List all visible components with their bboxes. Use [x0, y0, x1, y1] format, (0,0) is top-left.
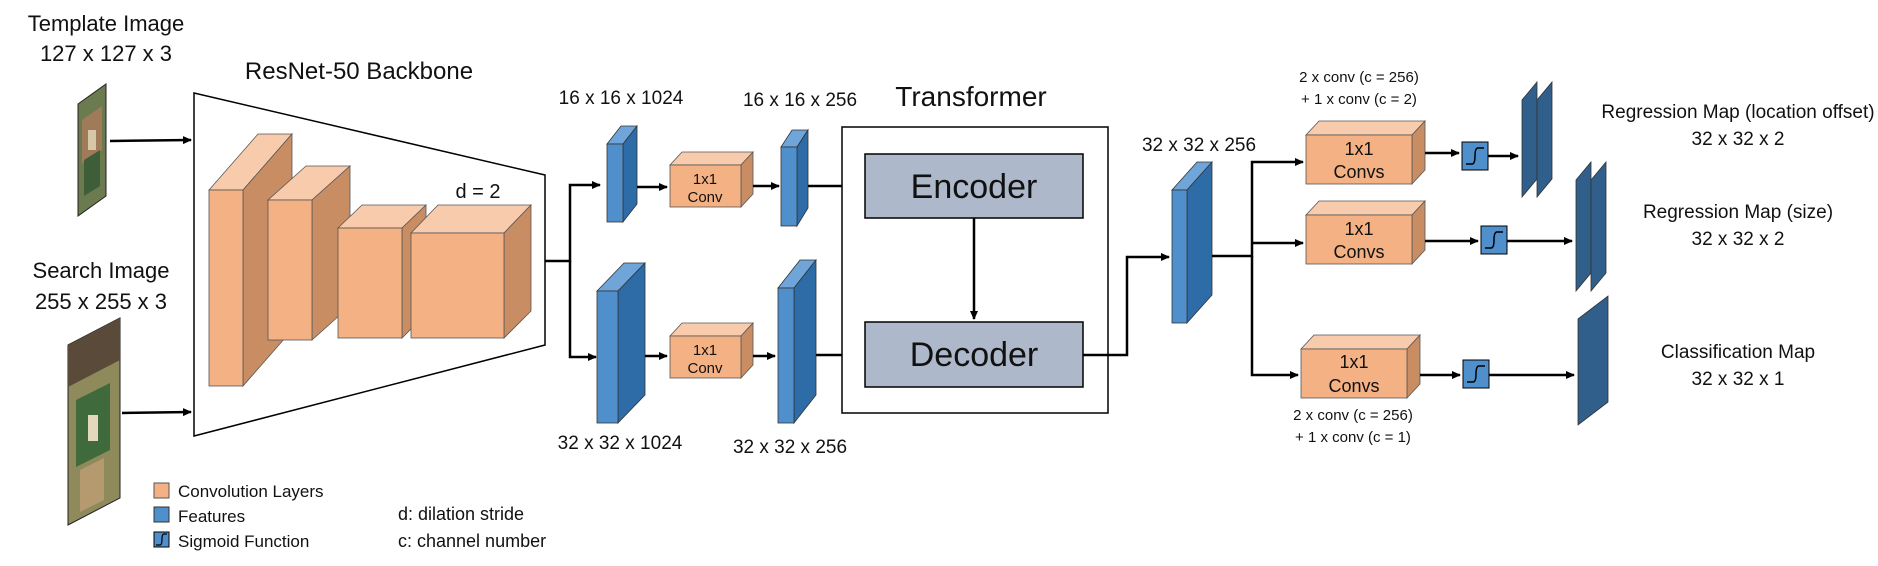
head-conv-1-line2: Convs: [1333, 162, 1384, 182]
head-conv-1: [1305, 119, 1426, 186]
classification-map: [1577, 295, 1609, 426]
search-image-size: 255 x 255 x 3: [35, 289, 167, 314]
legend-sigmoid-icon: [153, 531, 170, 548]
head-conv-1-line1: 1x1: [1344, 139, 1373, 159]
encoder-box: [864, 153, 1084, 219]
decoder-box: [864, 321, 1084, 388]
template-image-size: 127 x 127 x 3: [40, 41, 172, 66]
search-image-title: Search Image: [33, 258, 170, 283]
template-image-thumbnail: [77, 83, 107, 217]
regression-offset-size: 32 x 32 x 2: [1692, 129, 1785, 150]
conv-small-top-line1: 1x1: [693, 171, 717, 188]
conv-small-bottom-line2: Conv: [687, 360, 723, 377]
dilation-label: d = 2: [455, 181, 500, 203]
head-conv-3-line2: Convs: [1328, 376, 1379, 396]
feature-16x16x1024-label: 16 x 16 x 1024: [559, 88, 684, 109]
feature-16x16x256-label: 16 x 16 x 256: [743, 90, 857, 111]
feature-post-transformer-label: 32 x 32 x 256: [1142, 135, 1256, 156]
backbone-title: ResNet-50 Backbone: [245, 58, 473, 85]
legend-sigmoid-label: Sigmoid Function: [178, 532, 309, 551]
head-conv-2: [1305, 199, 1426, 266]
regression-offset-title: Regression Map (location offset): [1601, 102, 1874, 123]
regression-size-title: Regression Map (size): [1643, 202, 1833, 223]
classification-title: Classification Map: [1661, 342, 1815, 363]
conv-block-4: [410, 204, 532, 339]
top-head-note-line1: 2 x conv (c = 256): [1299, 69, 1419, 86]
conv-small-top-line2: Conv: [687, 189, 723, 206]
top-head-note-line2: + 1 x conv (c = 2): [1301, 91, 1417, 108]
legend-feature-label: Features: [178, 507, 245, 526]
encoder-label: Encoder: [911, 168, 1038, 206]
conv-small-bottom: [669, 321, 754, 380]
transformer-title: Transformer: [895, 81, 1046, 112]
feature-16x16x256: [780, 128, 809, 228]
search-image-thumbnail: [67, 317, 121, 526]
legend-conv-label: Convolution Layers: [178, 482, 324, 501]
legend-conv-swatch: [153, 482, 170, 499]
legend: Convolution Layers Features Sigmoid Func…: [153, 482, 546, 551]
conv-small-bottom-line1: 1x1: [693, 342, 717, 359]
feature-32x32x256-label: 32 x 32 x 256: [733, 437, 847, 458]
template-image-title: Template Image: [28, 11, 185, 36]
bottom-head-note-line2: + 1 x conv (c = 1): [1295, 429, 1411, 446]
decoder-label: Decoder: [910, 336, 1039, 374]
legend-dilation-note: d: dilation stride: [398, 504, 524, 524]
sigmoid-icon: [1462, 359, 1490, 389]
conv-block-1: [208, 132, 293, 388]
legend-channel-note: c: channel number: [398, 531, 546, 551]
conv-small-top: [669, 150, 754, 209]
feature-post-transformer: [1171, 160, 1213, 325]
head-conv-2-line1: 1x1: [1344, 219, 1373, 239]
feature-32x32x1024-label: 32 x 32 x 1024: [558, 433, 683, 454]
sigmoid-icon: [1480, 225, 1508, 255]
bottom-head-note-line1: 2 x conv (c = 256): [1293, 407, 1413, 424]
legend-feature-swatch: [153, 506, 170, 523]
feature-32x32x256: [777, 258, 817, 425]
regression-size-map: [1575, 160, 1607, 293]
regression-size-size: 32 x 32 x 2: [1692, 229, 1785, 250]
regression-offset-map: [1521, 80, 1553, 199]
classification-size: 32 x 32 x 1: [1692, 369, 1785, 390]
feature-16x16x1024: [606, 124, 638, 224]
head-conv-3-line1: 1x1: [1339, 352, 1368, 372]
head-conv-3: [1300, 333, 1421, 400]
sigmoid-icon: [1461, 141, 1489, 171]
head-conv-2-line2: Convs: [1333, 242, 1384, 262]
feature-32x32x1024: [596, 262, 646, 424]
